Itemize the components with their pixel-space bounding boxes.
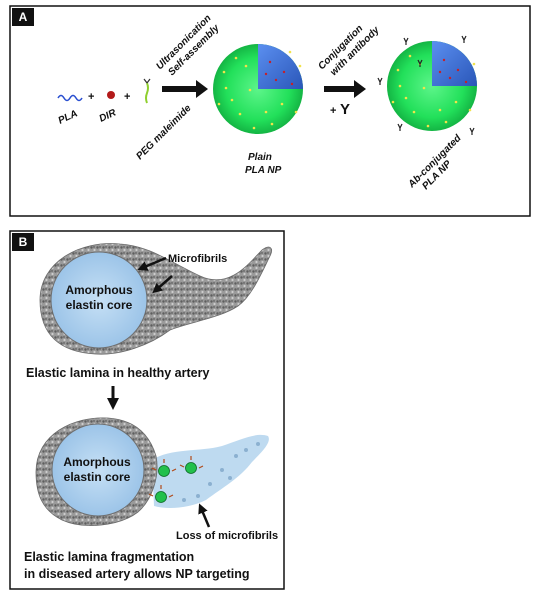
step2-arrow (324, 80, 366, 98)
diseased-caption-line2: in diseased artery allows NP targeting (24, 567, 250, 581)
healthy-caption: Elastic lamina in healthy artery (26, 366, 209, 380)
microfibrils-label: Microfibrils (168, 253, 227, 265)
ab-conjugated-pla-np (387, 41, 477, 131)
peg-maleimide-head (143, 78, 151, 84)
microfibril-arrow-1 (137, 256, 167, 271)
panel-b-tag: B (19, 235, 28, 249)
step1-arrow (162, 80, 208, 98)
np1-label-line2: PLA NP (245, 165, 282, 176)
plus-2: + (124, 91, 130, 103)
panel-a-tag: A (19, 10, 28, 24)
diseased-elastic-lamina (35, 417, 269, 526)
core-label-line1: Amorphous (65, 283, 133, 297)
core2-label-line1: Amorphous (63, 455, 131, 469)
loss-arrow (198, 503, 211, 528)
dir-icon (107, 91, 115, 99)
elastin-core-diseased (51, 423, 145, 517)
healthy-elastic-lamina (39, 243, 272, 355)
targeting-nanoparticles (148, 456, 204, 503)
core2-label-line2: elastin core (64, 470, 131, 484)
panel-b-tag-bg (12, 233, 34, 251)
plus-1: + (88, 91, 94, 103)
np1-label-line1: Plain (248, 152, 272, 163)
antibody-symbol: Y (340, 101, 350, 118)
loss-label: Loss of microfibrils (176, 530, 278, 542)
panel-a-tag-bg (12, 8, 34, 26)
elastin-core-healthy (50, 251, 148, 349)
microfibril-arrow-2 (152, 275, 173, 294)
plain-pla-np (213, 44, 303, 134)
diseased-caption-line1: Elastic lamina fragmentation (24, 550, 194, 564)
antibody-plus: + (330, 105, 336, 117)
peg-maleimide-icon (145, 82, 149, 104)
core-label-line2: elastin core (66, 298, 133, 312)
pla-icon (57, 94, 83, 102)
antibody-icons (377, 35, 475, 135)
